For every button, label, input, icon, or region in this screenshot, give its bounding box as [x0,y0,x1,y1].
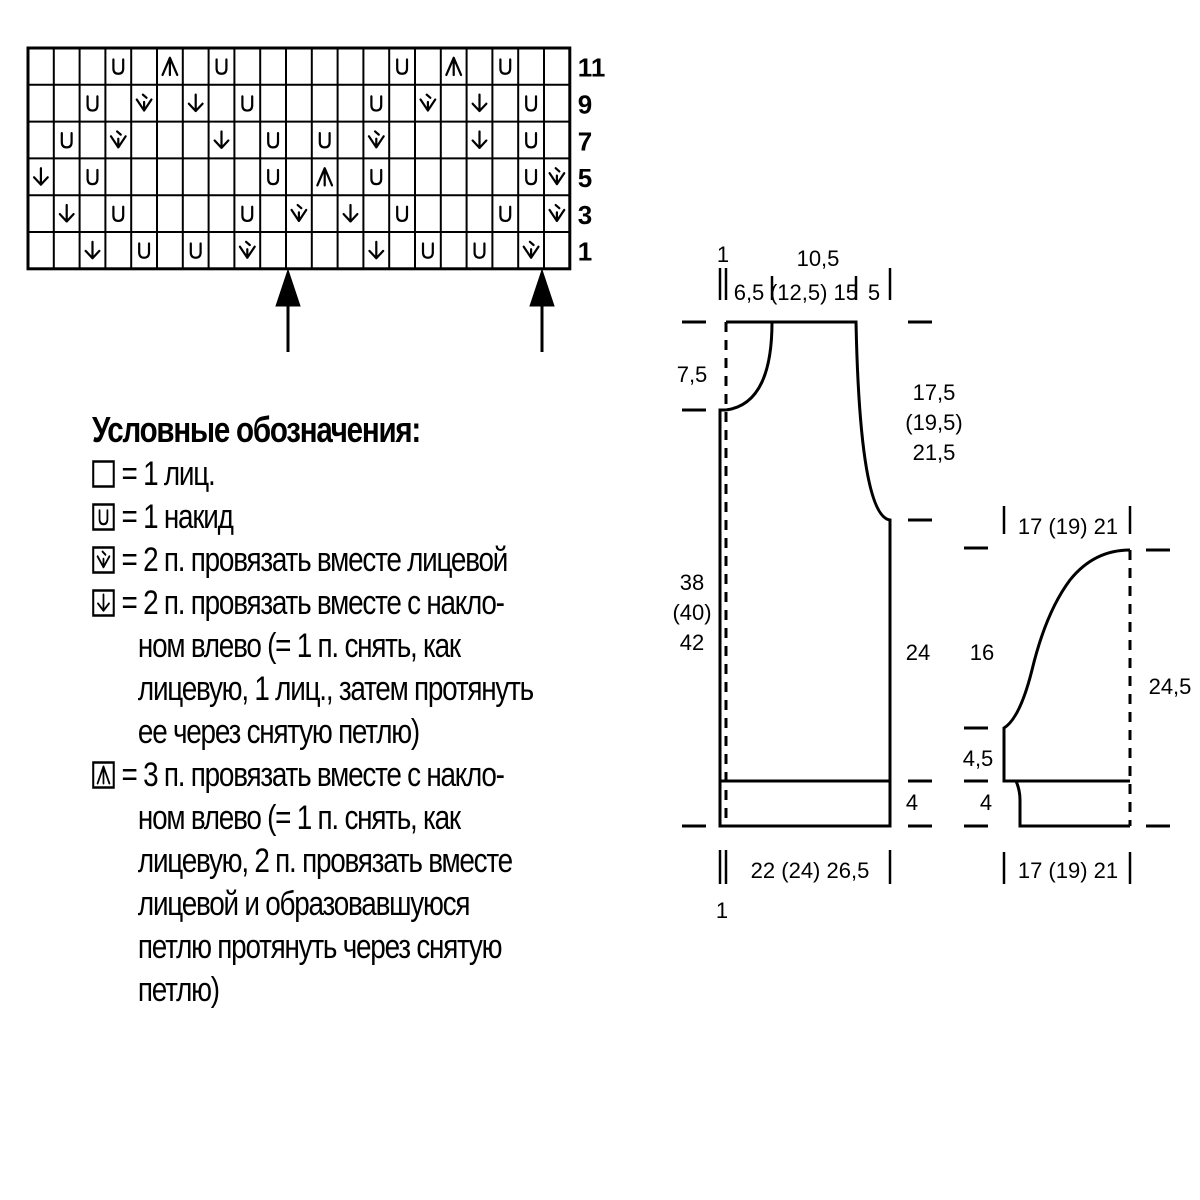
stitch-yo-icon [60,132,73,149]
legend-text: = 3 п. провязать вместе с накло-ном влев… [121,756,514,1009]
legend-knit-icon [92,460,115,488]
stitch-k2tog-icon [367,130,385,149]
row-label: 5 [578,163,592,193]
stitch-yo-icon [499,205,512,223]
front-bottom-edge-label: 1 [716,898,728,923]
front-shoulder-sizes-label: (12,5) 15 [770,280,858,305]
repeat-arrows [275,268,555,352]
legend: Условные обозначения: = 1 лиц.= 1 накид=… [92,408,584,1012]
stitch-k2tog-icon [548,203,566,223]
stitch-yo-icon [396,58,409,75]
legend-text: = 2 п. провязать вместе с накло-ном влев… [121,584,535,751]
stitch-ssk-icon [471,93,488,113]
row-number-labels: 11 9 7 5 3 1 [578,53,606,267]
legend-item: = 3 п. провязать вместе с накло-ном влев… [92,754,584,1012]
stitch-k3tog-sl-icon [316,167,334,187]
legend-item: = 1 лиц. [92,453,584,496]
row-label: 7 [578,126,592,156]
legend-yo-icon [92,503,115,531]
stitch-yo-icon [525,168,538,186]
front-bottom-width-label: 22 (24) 26,5 [751,858,870,883]
front-armhole-depth-label: 17,5(19,5)21,5 [905,380,962,465]
sleeve-cap-height-label: 16 [970,640,994,665]
stitch-yo-icon [525,132,538,149]
front-neck-depth-label: 7,5 [677,362,708,387]
stitch-yo-icon [370,95,383,112]
front-edge-top-label: 1 [717,242,729,267]
stitch-k3tog-sl-icon [445,56,463,77]
front-armhole-top-label: 5 [868,280,880,305]
stitch-yo-icon [112,205,125,223]
stitch-yo-icon [421,242,434,259]
front-piece-schematic [682,268,932,884]
stitch-k3tog-sl-icon [161,56,179,77]
front-outline [718,320,892,828]
legend-item: = 2 п. провязать вместе с накло-ном влев… [92,582,584,754]
stitch-ssk-icon [213,130,230,149]
stitch-ssk-icon [368,240,385,260]
stitch-ssk-icon [471,130,488,149]
stitch-yo-icon [499,58,512,75]
stitch-k2tog-icon [290,203,308,223]
legend-k3tog-sl-icon [92,761,115,789]
front-rib-height-label: 4 [906,790,918,815]
row-label: 9 [578,90,592,120]
legend-text: = 1 накид [121,498,234,536]
stitch-ssk-icon [32,167,49,186]
legend-item: = 1 накид [92,496,584,539]
stitch-k2tog-icon [419,93,437,112]
front-right-height-label: 24 [906,640,930,665]
stitch-yo-icon [86,95,99,112]
legend-text: = 1 лиц. [121,455,216,493]
row-label: 3 [578,200,592,230]
stitch-yo-icon [241,205,254,223]
row-label: 11 [578,53,606,83]
stitch-k2tog-icon [548,167,566,186]
sleeve-rib-height-label: 4 [980,790,992,815]
sleeve-schematic [964,506,1170,884]
stitch-k2tog-icon [522,240,540,259]
legend-items: = 1 лиц. = 1 накид = 2 п. провязать вместе… [92,453,584,1012]
front-neck-width-label: 6,5 [734,280,765,305]
sleeve-bottom-width-label: 17 (19) 21 [1018,858,1118,883]
stitch-yo-icon [525,95,538,112]
stitch-yo-icon [370,168,383,186]
stitch-k2tog-icon [109,130,127,149]
stitch-ssk-icon [58,203,75,223]
stitch-ssk-icon [84,240,101,260]
front-outline [725,320,774,412]
sleeve-total-height-label: 24,5 [1149,674,1192,699]
stitch-yo-icon [318,132,331,149]
row-label: 1 [578,237,592,267]
stitch-ssk-icon [342,203,359,223]
front-left-height-label: 38(40)42 [672,570,711,655]
stitch-k2tog-icon [135,93,153,112]
legend-text: = 2 п. провязать вместе лицевой [121,541,509,579]
sleeve-outline [1002,548,1131,828]
sleeve-top-width-label: 17 (19) 21 [1018,514,1118,539]
legend-item: = 2 п. провязать вместе лицевой [92,539,584,582]
front-shoulder-label: 10,5 [797,246,840,271]
stitch-ssk-icon [187,93,204,113]
stitch-yo-icon [267,132,280,149]
legend-title: Условные обозначения: [92,409,421,450]
repeat-end-arrow-icon [529,268,555,352]
legend-ssk-icon [92,589,115,617]
stitch-k2tog-icon [238,240,256,259]
stitch-yo-icon [86,168,99,186]
stitch-yo-icon [241,95,254,112]
stitch-yo-icon [267,168,280,186]
repeat-start-arrow-icon [275,268,301,352]
stitch-yo-icon [215,58,228,75]
sleeve-lower-height-label: 4,5 [963,746,994,771]
legend-k2tog-icon [92,546,115,574]
stitch-yo-icon [473,242,486,259]
stitch-yo-icon [396,205,409,223]
stitch-yo-icon [138,242,151,259]
stitch-yo-icon [189,242,202,259]
stitch-yo-icon [112,58,125,75]
stitch-chart [26,46,572,271]
